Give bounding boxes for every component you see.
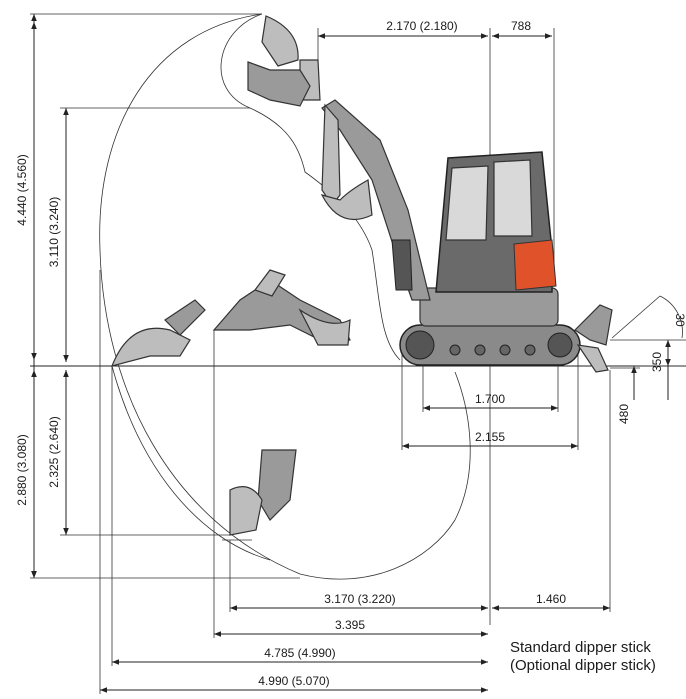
counterweight-panel <box>513 239 557 291</box>
arm-max-height <box>247 15 321 107</box>
label-max-reach-ground: 4.785 (4.990) <box>264 646 335 660</box>
arm-max-reach <box>111 299 206 367</box>
stick <box>321 103 341 207</box>
label-tail-swing: 788 <box>511 19 531 33</box>
bucket-raised <box>320 179 373 221</box>
label-vertical-wall-depth: 2.325 (2.640) <box>47 416 61 487</box>
label-blade-depth: 480 <box>617 404 631 424</box>
label-blade-reach: 1.460 <box>536 592 566 606</box>
label-dump-height: 3.110 (3.240) <box>47 197 61 268</box>
excavator <box>320 99 613 373</box>
label-blade-lift: 350 <box>650 352 664 372</box>
label-max-reach: 4.990 (5.070) <box>258 674 329 688</box>
working-range-envelope <box>99 13 471 580</box>
dig-depth-arc <box>111 365 271 561</box>
arm-vertical-wall <box>222 449 297 541</box>
arm-ground-reach <box>212 269 351 346</box>
legend-optional: (Optional dipper stick) <box>510 657 656 674</box>
inner-reach-arc <box>220 13 401 361</box>
label-min-reach: 3.395 <box>335 618 365 632</box>
label-max-dig-depth: 2.880 (3.080) <box>15 434 29 505</box>
legend-standard: Standard dipper stick <box>510 639 651 656</box>
label-track-length-center: 1.700 <box>475 392 505 406</box>
label-track-length-overall: 2.155 <box>475 430 505 444</box>
label-max-height: 4.440 (4.560) <box>15 154 29 225</box>
label-reach-ground-center: 3.170 (3.220) <box>324 592 395 606</box>
label-rear-overhang: 2.170 (2.180) <box>386 19 457 33</box>
dozer-blade <box>574 304 613 346</box>
label-blade-angle: 30 <box>673 313 686 327</box>
